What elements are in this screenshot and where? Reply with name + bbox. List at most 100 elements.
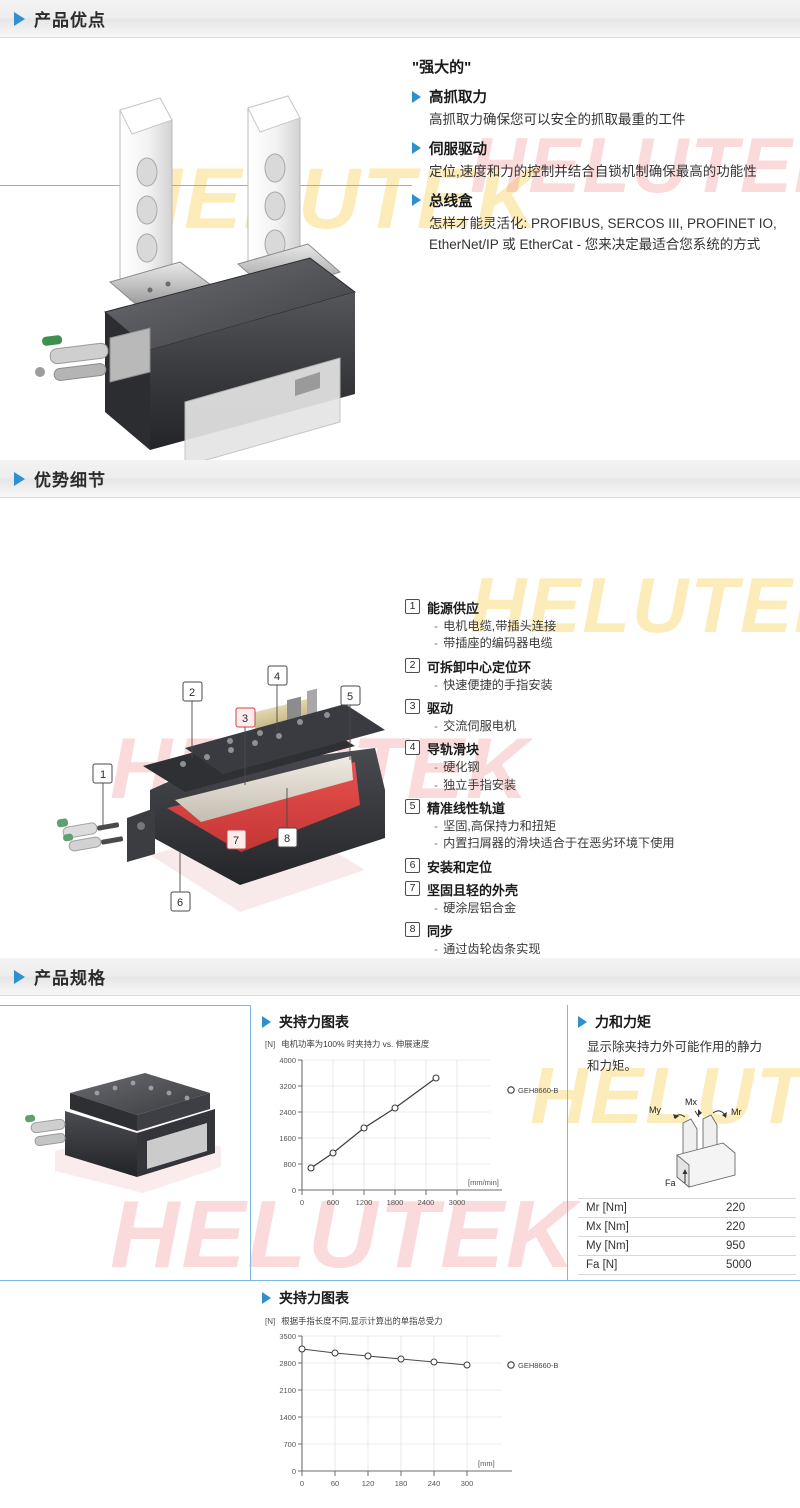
divider-rule bbox=[250, 1005, 251, 1280]
product-image-gripper-open bbox=[35, 95, 357, 460]
chart2-ylabel: [N] bbox=[265, 1317, 276, 1326]
chart1-xlabel: [mm/min] bbox=[468, 1178, 499, 1187]
item-sub: 通过齿轮齿条实现 bbox=[434, 941, 800, 958]
item-number: 1 bbox=[405, 599, 420, 614]
item-number: 4 bbox=[405, 740, 420, 756]
item-title: 坚固且轻的外壳 bbox=[427, 882, 519, 898]
row-value: 5000 bbox=[696, 1255, 796, 1275]
svg-text:3500: 3500 bbox=[279, 1332, 296, 1341]
triangle-icon bbox=[578, 1016, 587, 1028]
divider-rule bbox=[0, 1280, 251, 1281]
item-number: 7 bbox=[405, 880, 420, 896]
item-title: 驱动 bbox=[427, 700, 454, 716]
list-item: 7 坚固且轻的外壳 硬涂层铝合金 bbox=[405, 880, 800, 917]
chart2-xlabel: [mm] bbox=[478, 1459, 495, 1468]
svg-text:300: 300 bbox=[461, 1479, 474, 1488]
item-number: 3 bbox=[405, 698, 420, 714]
svg-text:180: 180 bbox=[395, 1479, 408, 1488]
chart2-legend-label: GEH8660-B bbox=[518, 1361, 558, 1370]
svg-text:0: 0 bbox=[300, 1198, 304, 1207]
row-value: 220 bbox=[696, 1198, 796, 1218]
section-header-specs: 产品规格 bbox=[0, 958, 800, 996]
svg-text:1600: 1600 bbox=[279, 1134, 296, 1143]
item-number: 6 bbox=[405, 857, 420, 873]
chart1-legend-label: GEH8660-B bbox=[518, 1086, 558, 1095]
divider-rule bbox=[567, 1005, 568, 1280]
table-row: Mr [Nm] 220 bbox=[578, 1198, 796, 1218]
label-fa: Fa bbox=[665, 1178, 676, 1188]
svg-text:2400: 2400 bbox=[418, 1198, 435, 1207]
svg-text:2400: 2400 bbox=[279, 1108, 296, 1117]
item-title: 导轨滑块 bbox=[427, 742, 480, 758]
svg-text:4000: 4000 bbox=[279, 1056, 296, 1065]
feature-label: 高抓取力 bbox=[429, 90, 487, 106]
product-image-gripper-closed bbox=[25, 1073, 221, 1193]
item-sub: 电机电缆,带插头连接 bbox=[434, 618, 800, 635]
feature-body: 怎样才能灵活化: PROFIBUS, SERCOS III, PROFINET … bbox=[429, 215, 777, 252]
table-row: Mx [Nm] 220 bbox=[578, 1217, 796, 1237]
item-sub: 交流伺服电机 bbox=[434, 718, 800, 735]
row-key: My [Nm] bbox=[578, 1236, 696, 1256]
svg-text:5: 5 bbox=[347, 691, 353, 703]
chart2-subtitle: 根据手指长度不同,显示计算出的单指总受力 bbox=[281, 1316, 443, 1326]
svg-text:240: 240 bbox=[428, 1479, 441, 1488]
svg-text:6: 6 bbox=[177, 897, 183, 909]
feature-label: 总线盒 bbox=[429, 193, 473, 210]
feature-label: 伺服驱动 bbox=[429, 141, 487, 158]
svg-text:1: 1 bbox=[100, 769, 106, 781]
svg-text:1200: 1200 bbox=[356, 1198, 373, 1207]
chart1-ylabel: [N] bbox=[265, 1040, 276, 1049]
section-title: 产品规格 bbox=[34, 969, 106, 988]
forces-title-row: 力和力矩 bbox=[578, 1012, 651, 1032]
row-key: Mr [Nm] bbox=[578, 1198, 696, 1218]
feature-item: 伺服驱动 定位,速度和力的控制并结合自锁机制确保最高的功能性 bbox=[412, 138, 800, 183]
svg-text:0: 0 bbox=[292, 1467, 296, 1476]
triangle-icon bbox=[14, 11, 25, 26]
svg-text:700: 700 bbox=[283, 1440, 296, 1449]
forces-title: 力和力矩 bbox=[595, 1014, 651, 1030]
triangle-icon bbox=[14, 471, 25, 486]
row-key: Fa [N] bbox=[578, 1255, 696, 1275]
section-header-details: 优势细节 bbox=[0, 460, 800, 498]
chart1-title-row: 夹持力图表 bbox=[262, 1012, 349, 1032]
feature-item: 总线盒 怎样才能灵活化: PROFIBUS, SERCOS III, PROFI… bbox=[412, 190, 800, 256]
list-item: 2 可拆卸中心定位环 快速便捷的手指安装 bbox=[405, 657, 800, 694]
triangle-icon bbox=[412, 194, 421, 207]
row-value: 950 bbox=[696, 1236, 796, 1256]
item-sub: 内置扫屑器的滑块适合于在恶劣环境下使用 bbox=[434, 835, 800, 852]
item-title: 能源供应 bbox=[427, 601, 480, 616]
forces-table: Mr [Nm] 220 Mx [Nm] 220 My [Nm] 950 Fa [… bbox=[578, 1198, 796, 1275]
item-sub: 快速便捷的手指安装 bbox=[434, 677, 800, 694]
svg-text:800: 800 bbox=[283, 1160, 296, 1169]
svg-text:60: 60 bbox=[331, 1479, 339, 1488]
list-item: 5 精准线性轨道 坚固,高保持力和扭矩 内置扫屑器的滑块适合于在恶劣环境下使用 bbox=[405, 798, 800, 853]
list-item: 4 导轨滑块 硬化钢 独立手指安装 bbox=[405, 739, 800, 794]
triangle-icon bbox=[262, 1016, 271, 1028]
svg-text:2100: 2100 bbox=[279, 1386, 296, 1395]
chart2-title: 夹持力图表 bbox=[279, 1290, 349, 1306]
divider-rule bbox=[251, 1280, 800, 1281]
svg-text:1400: 1400 bbox=[279, 1413, 296, 1422]
table-row: Fa [N] 5000 bbox=[578, 1255, 796, 1275]
item-number: 8 bbox=[405, 921, 420, 937]
svg-text:3000: 3000 bbox=[449, 1198, 466, 1207]
list-item: 1 能源供应 电机电缆,带插头连接 带插座的编码器电缆 bbox=[405, 598, 800, 653]
section-title: 优势细节 bbox=[34, 471, 106, 490]
item-title: 可拆卸中心定位环 bbox=[427, 659, 532, 675]
svg-text:0: 0 bbox=[300, 1479, 304, 1488]
item-sub: 独立手指安装 bbox=[434, 777, 800, 794]
forces-diagram: My Mx Mr Fa bbox=[649, 1097, 742, 1188]
row-value: 220 bbox=[696, 1217, 796, 1237]
triangle-icon bbox=[14, 969, 25, 984]
svg-text:4: 4 bbox=[274, 671, 280, 683]
svg-text:2: 2 bbox=[189, 687, 195, 699]
svg-text:1800: 1800 bbox=[387, 1198, 404, 1207]
advantages-text-column: "强大的" 高抓取力 高抓取力确保您可以安全的抓取最重的工件 伺服驱动 定位,速… bbox=[412, 56, 800, 263]
label-mr: Mr bbox=[731, 1107, 742, 1117]
section-title: 产品优点 bbox=[34, 11, 106, 30]
svg-text:0: 0 bbox=[292, 1186, 296, 1195]
row-key: Mx [Nm] bbox=[578, 1217, 696, 1237]
svg-text:7: 7 bbox=[233, 835, 239, 847]
list-item: 6 安装和定位 bbox=[405, 857, 800, 876]
